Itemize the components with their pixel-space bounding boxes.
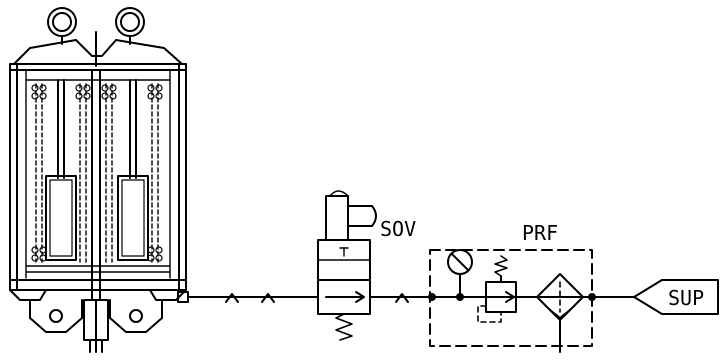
filter-icon: [536, 273, 584, 353]
pressure-regulator-icon: [477, 255, 517, 323]
solenoid-valve-icon: [317, 190, 377, 341]
check-valve-icon: [261, 293, 275, 303]
actuator-icon: [9, 7, 189, 353]
supply-arrow-icon: [633, 279, 719, 315]
pressure-gauge-icon: [447, 249, 473, 301]
check-valve-icon: [225, 293, 239, 303]
lifting-eye-left-icon: [47, 7, 77, 45]
sup-label: SUP: [668, 286, 704, 310]
lifting-eye-right-icon: [115, 7, 145, 45]
sov-label: SOV: [380, 217, 416, 241]
prf-label: PRF: [522, 221, 558, 245]
check-valve-icon: [395, 293, 409, 303]
